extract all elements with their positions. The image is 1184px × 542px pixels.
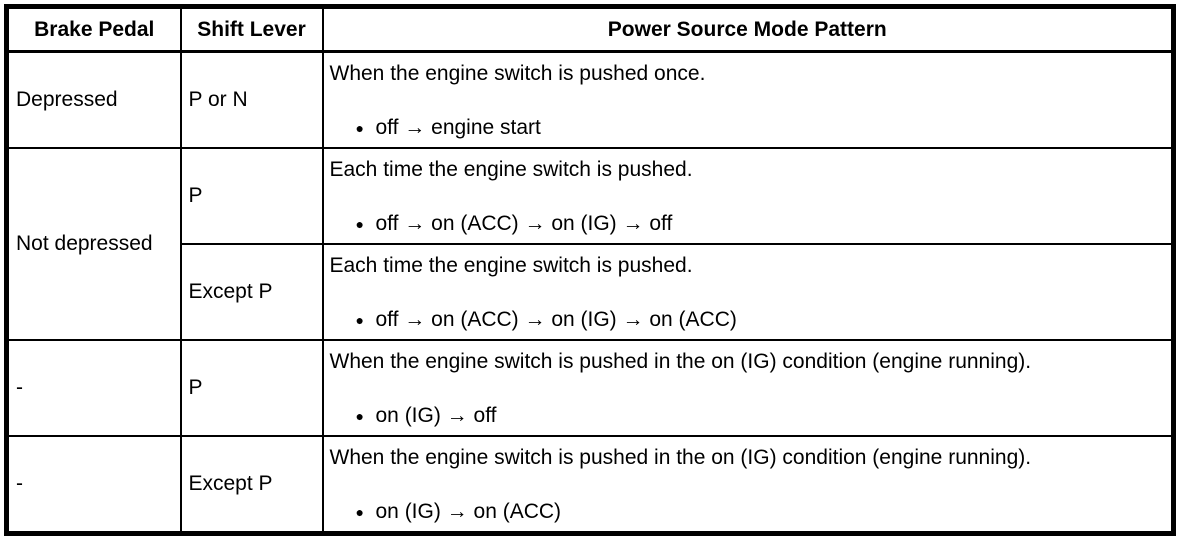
pattern-cell: Each time the engine switch is pushed. ●…: [321, 147, 1175, 245]
pattern-description: When the engine switch is pushed once.: [329, 62, 706, 85]
brake-pedal-cell: -: [5, 435, 182, 535]
col-header-brake-pedal: Brake Pedal: [5, 5, 182, 53]
pattern-description: Each time the engine switch is pushed.: [329, 158, 693, 181]
pattern-cell: Each time the engine switch is pushed. ●…: [321, 243, 1175, 341]
sequence-text: on (IG) → off: [375, 404, 497, 427]
sequence-text: off → on (ACC) → on (IG) → on (ACC): [375, 308, 737, 331]
pattern-sequence: ● off → on (ACC) → on (IG) → on (ACC): [330, 307, 1166, 333]
pattern-cell: When the engine switch is pushed in the …: [321, 339, 1175, 437]
pattern-description: When the engine switch is pushed in the …: [329, 350, 1032, 373]
pattern-description: Each time the engine switch is pushed.: [329, 254, 693, 277]
bullet-icon: ●: [355, 504, 364, 520]
sequence-text: off → on (ACC) → on (IG) → off: [375, 212, 673, 235]
pattern-cell: When the engine switch is pushed once. ●…: [321, 50, 1175, 149]
table-row: - P When the engine switch is pushed in …: [5, 339, 1175, 437]
table-row: - Except P When the engine switch is pus…: [5, 435, 1175, 535]
table-row: Depressed P or N When the engine switch …: [5, 50, 1175, 149]
brake-pedal-cell: -: [5, 339, 182, 437]
pattern-cell: When the engine switch is pushed in the …: [321, 435, 1175, 535]
bullet-icon: ●: [355, 312, 364, 328]
shift-lever-cell: P or N: [179, 50, 324, 149]
table-row: Not depressed P Each time the engine swi…: [5, 147, 1175, 341]
col-header-power-source-mode-pattern: Power Source Mode Pattern: [321, 5, 1175, 53]
pattern-sequence: ● on (IG) → off: [330, 403, 1166, 429]
bullet-icon: ●: [355, 120, 364, 136]
shift-lever-cell: P: [179, 147, 324, 245]
pattern-sequence: ● off → engine start: [330, 115, 1166, 141]
pattern-description: When the engine switch is pushed in the …: [329, 446, 1032, 469]
pattern-sequence: ● off → on (ACC) → on (IG) → off: [330, 211, 1166, 237]
sequence-text: off → engine start: [375, 116, 541, 139]
table-row: Except P Each time the engine switch is …: [7, 243, 1175, 341]
shift-lever-cell: Except P: [179, 243, 324, 341]
shift-lever-cell: P: [179, 339, 324, 437]
pattern-sequence: ● on (IG) → on (ACC): [330, 499, 1166, 525]
shift-lever-cell: Except P: [179, 435, 324, 535]
brake-pedal-cell: Depressed: [5, 50, 182, 149]
bullet-icon: ●: [355, 216, 364, 232]
col-header-shift-lever: Shift Lever: [179, 5, 324, 53]
bullet-icon: ●: [355, 408, 364, 424]
header-row: Brake Pedal Shift Lever Power Source Mod…: [5, 5, 1175, 53]
brake-pedal-cell: Not depressed: [5, 147, 182, 341]
sequence-text: on (IG) → on (ACC): [375, 500, 562, 523]
power-source-mode-table: Brake Pedal Shift Lever Power Source Mod…: [4, 4, 1176, 536]
